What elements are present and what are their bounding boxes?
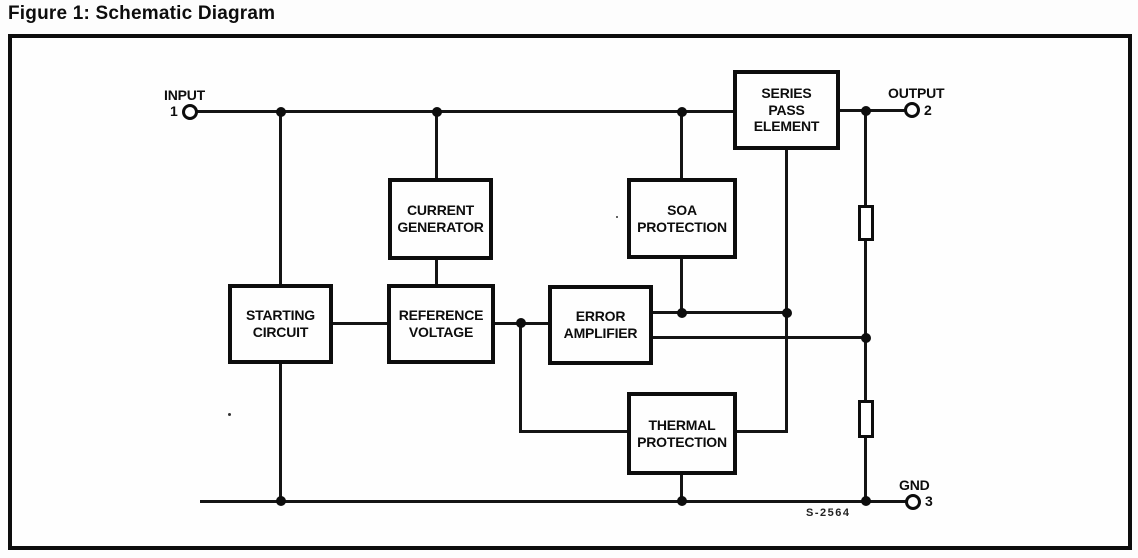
wire-output-to-res1 — [864, 111, 867, 206]
junction-dot — [782, 308, 792, 318]
gnd-terminal-circle — [905, 494, 921, 510]
output-terminal-circle — [904, 102, 920, 118]
block-label: SOA PROTECTION — [637, 201, 727, 235]
wire-res2-to-ground — [864, 434, 867, 502]
block-error-amplifier: ERROR AMPLIFIER — [548, 285, 653, 365]
block-label: THERMAL PROTECTION — [637, 416, 727, 450]
input-terminal-circle — [182, 104, 198, 120]
wire-res1-to-feedback — [864, 238, 867, 339]
junction-dot — [276, 107, 286, 117]
junction-dot — [516, 318, 526, 328]
block-label: ERROR AMPLIFIER — [563, 308, 638, 341]
junction-dot — [677, 308, 687, 318]
junction-dot — [276, 496, 286, 506]
wire-erramp-drive — [653, 311, 789, 314]
input-terminal-label: INPUT — [164, 87, 206, 103]
junction-dot — [861, 496, 871, 506]
wire-rail-to-starting — [279, 112, 282, 285]
wire-erramp-feedback — [653, 336, 867, 339]
block-reference-voltage: REFERENCE VOLTAGE — [387, 284, 495, 364]
wire-start-to-ref — [333, 322, 387, 325]
junction-dot — [677, 107, 687, 117]
wire-soa-to-drive — [680, 257, 683, 314]
wire-ground-rail — [200, 500, 906, 503]
junction-dot — [861, 333, 871, 343]
block-label: SERIES PASS ELEMENT — [753, 85, 820, 135]
block-label: REFERENCE VOLTAGE — [398, 307, 484, 340]
gnd-pin-number: 3 — [925, 493, 933, 509]
block-label: STARTING CIRCUIT — [246, 307, 315, 340]
wire-thermal-to-ground — [680, 474, 683, 502]
block-series-pass-element: SERIES PASS ELEMENT — [733, 70, 840, 150]
wire-rail-to-currentgen — [435, 112, 438, 179]
block-label: CURRENT GENERATOR — [397, 202, 484, 235]
wire-input-rail — [197, 110, 733, 113]
input-pin-number: 1 — [170, 103, 178, 119]
wire-feedback-to-res2 — [864, 338, 867, 402]
wire-starting-to-ground — [279, 362, 282, 502]
wire-to-thermal-left — [520, 430, 629, 433]
junction-dot — [861, 106, 871, 116]
junction-dot — [677, 496, 687, 506]
block-current-generator: CURRENT GENERATOR — [388, 178, 493, 260]
figure-title: Figure 1: Schematic Diagram — [8, 3, 276, 24]
wire-spe-to-output — [840, 109, 906, 112]
wire-tap-to-thermal-vertical — [519, 323, 522, 433]
wire-currentgen-to-ref — [435, 258, 438, 285]
wire-thermal-right — [737, 430, 788, 433]
resistor-upper — [858, 205, 874, 241]
wire-rail-to-soa — [680, 112, 683, 179]
print-speck — [228, 413, 231, 416]
output-pin-number: 2 — [924, 102, 932, 118]
gnd-terminal-label: GND — [899, 477, 930, 493]
wire-spe-drive-vertical — [785, 150, 788, 433]
junction-dot — [432, 107, 442, 117]
block-thermal-protection: THERMAL PROTECTION — [627, 392, 737, 475]
block-soa-protection: SOA PROTECTION — [627, 178, 737, 259]
print-speck — [616, 216, 618, 218]
figure-code: S-2564 — [806, 507, 851, 519]
output-terminal-label: OUTPUT — [888, 85, 945, 101]
block-starting-circuit: STARTING CIRCUIT — [228, 284, 333, 364]
resistor-lower — [858, 400, 874, 438]
